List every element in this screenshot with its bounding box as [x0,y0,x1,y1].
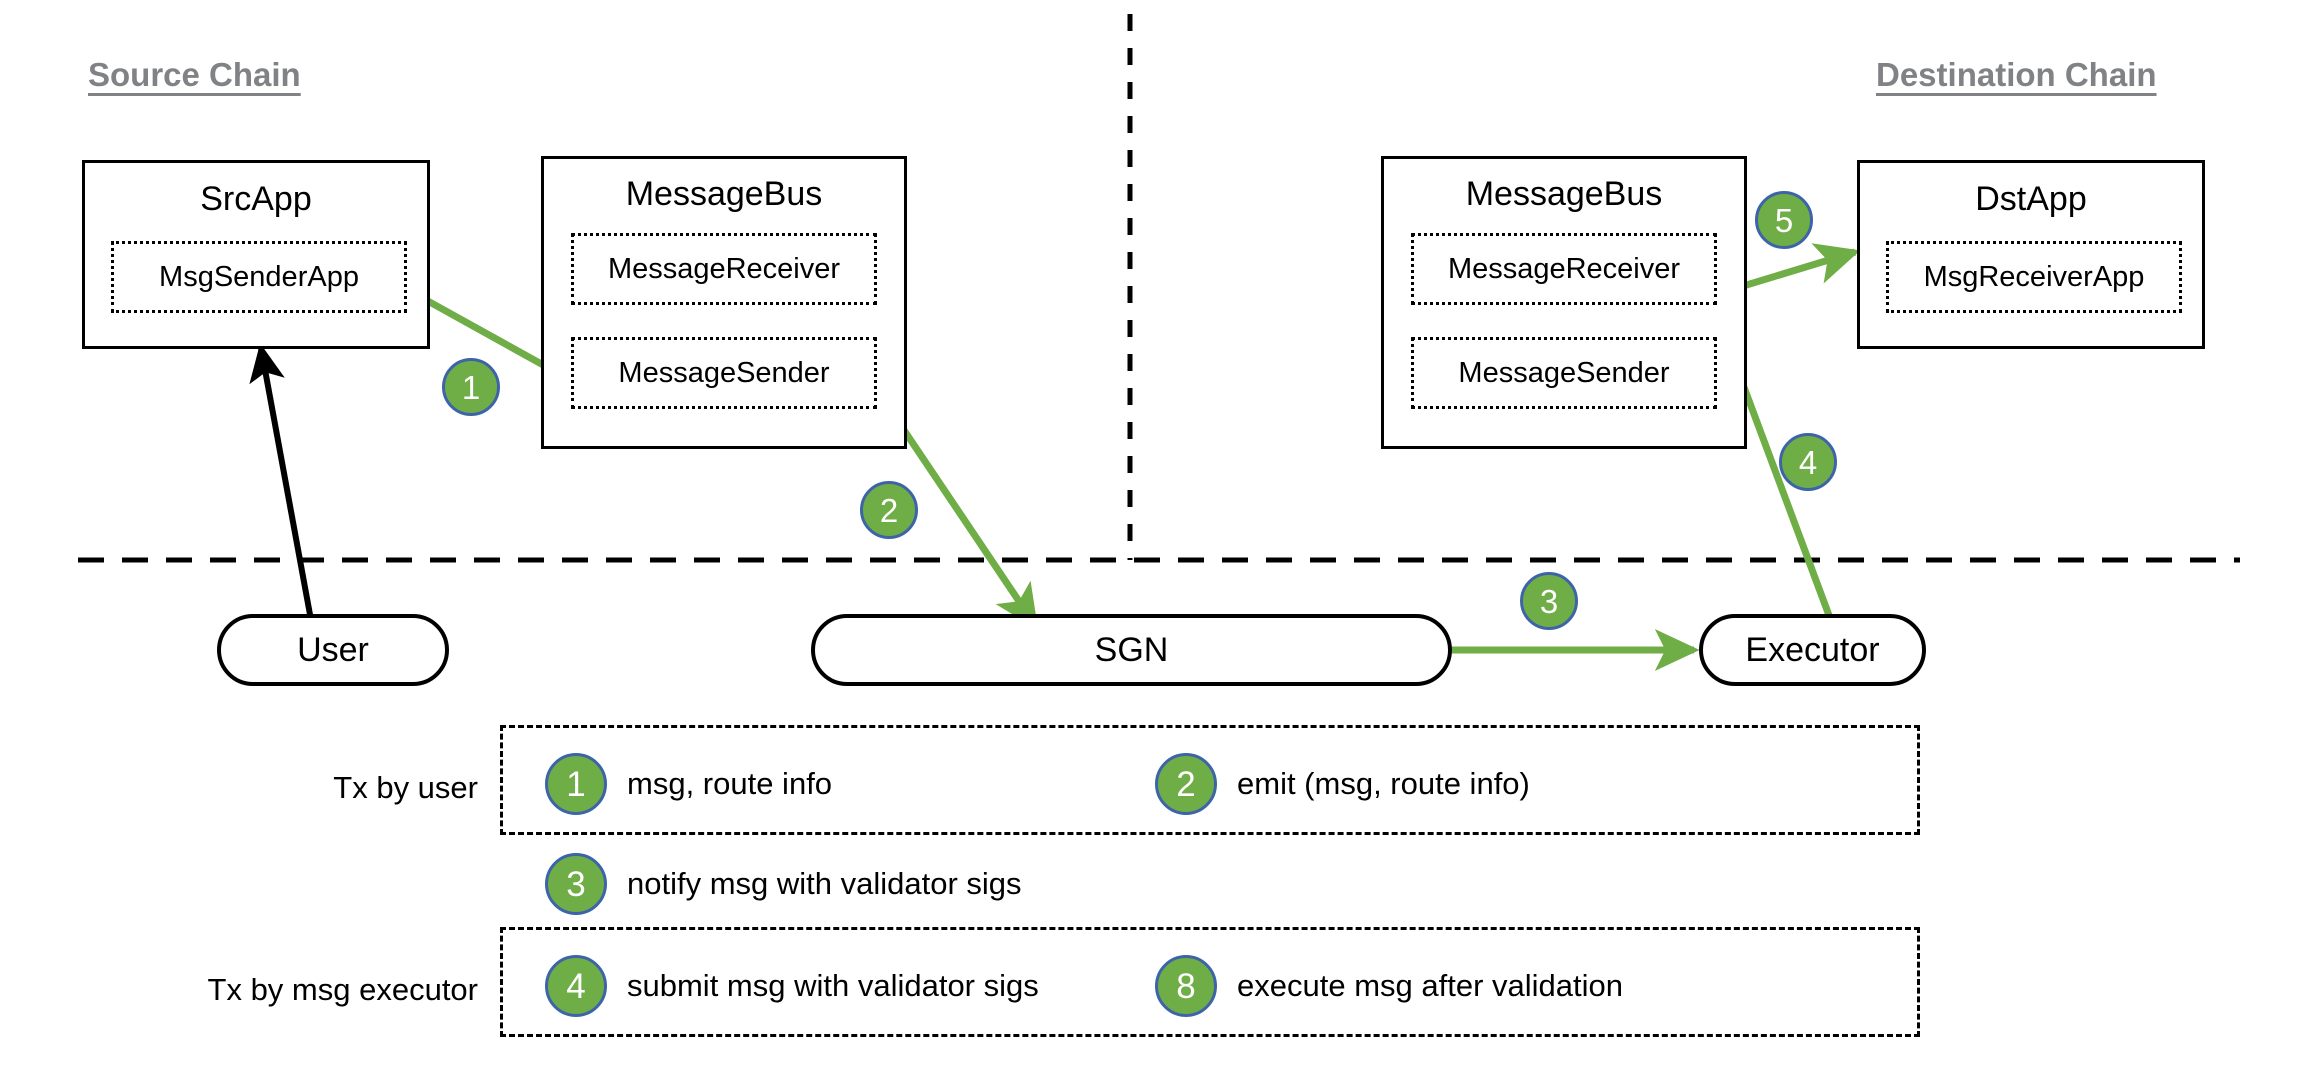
legend-text-2: emit (msg, route info) [1237,766,1530,801]
legend-text-8: execute msg after validation [1237,968,1623,1003]
flow-badge-5[interactable]: 5 [1755,191,1813,249]
destination-messagereceiver[interactable]: MessageReceiver [1411,233,1717,305]
legend-text-3: notify msg with validator sigs [627,866,1022,901]
source-messagesender[interactable]: MessageSender [571,337,877,409]
legend-item-8[interactable]: 8 execute msg after validation [1155,955,1623,1017]
node-srcapp[interactable]: SrcApp MsgSenderApp [82,160,430,349]
legend-badge-8: 8 [1155,955,1217,1017]
legend-badge-1: 1 [545,753,607,815]
destination-messagesender[interactable]: MessageSender [1411,337,1717,409]
srcapp-inner-msgsenderapp[interactable]: MsgSenderApp [111,241,407,313]
legend-text-1: msg, route info [627,766,833,801]
source-chain-title: Source Chain [88,56,301,93]
legend-item-1[interactable]: 1 msg, route info [545,753,832,815]
flow-badge-4[interactable]: 4 [1779,433,1837,491]
legend-item-2[interactable]: 2 emit (msg, route info) [1155,753,1530,815]
legend-label-tx-by-user: Tx by user [333,770,478,805]
dstapp-inner-msgreceiverapp[interactable]: MsgReceiverApp [1886,241,2182,313]
flow-badge-2[interactable]: 2 [860,481,918,539]
destination-messagebus-title: MessageBus [1465,175,1663,213]
legend-badge-3: 3 [545,853,607,915]
flow-badge-3[interactable]: 3 [1520,572,1578,630]
node-destination-messagebus[interactable]: MessageBus MessageReceiver MessageSender [1381,156,1747,449]
flow-badge-1[interactable]: 1 [442,358,500,416]
node-user[interactable]: User [217,614,449,686]
node-dstapp[interactable]: DstApp MsgReceiverApp [1857,160,2205,349]
legend-item-3[interactable]: 3 notify msg with validator sigs [545,853,1022,915]
dstapp-title: DstApp [1975,180,2087,218]
legend-label-tx-by-msg-executor: Tx by msg executor [207,972,478,1007]
legend-box-tx-by-msg-executor [500,927,1920,1037]
legend-box-tx-by-user [500,725,1920,835]
source-messagebus-title: MessageBus [625,175,823,213]
node-sgn[interactable]: SGN [811,614,1452,686]
node-executor[interactable]: Executor [1699,614,1926,686]
srcapp-title: SrcApp [200,180,312,218]
legend-badge-4: 4 [545,955,607,1017]
arrow-user-to-srcapp [249,343,314,621]
source-messagereceiver[interactable]: MessageReceiver [571,233,877,305]
destination-chain-title: Destination Chain [1876,56,2157,93]
node-source-messagebus[interactable]: MessageBus MessageReceiver MessageSender [541,156,907,449]
legend-text-4: submit msg with validator sigs [627,968,1039,1003]
legend-item-4[interactable]: 4 submit msg with validator sigs [545,955,1039,1017]
legend-badge-2: 2 [1155,753,1217,815]
